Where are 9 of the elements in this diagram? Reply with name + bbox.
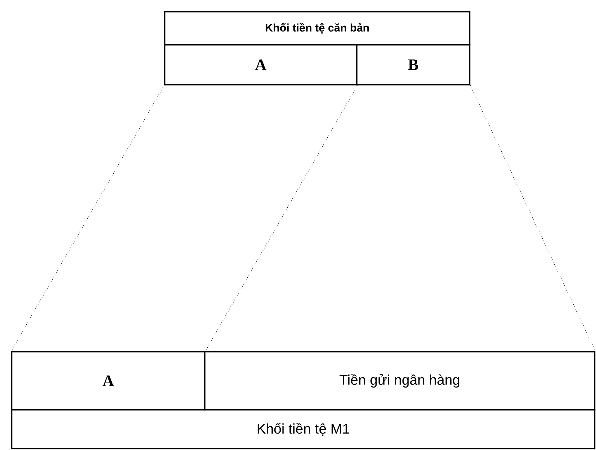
dotted-line (470, 85, 596, 352)
text-box: A (164, 44, 358, 86)
text-box: Khối tiền tệ căn bản (164, 11, 471, 46)
text-box: Tiền gửi ngân hàng (204, 351, 596, 411)
dotted-line (11, 85, 165, 352)
text-box: Khối tiền tệ M1 (11, 409, 596, 450)
text-box: A (11, 351, 206, 411)
dotted-line (205, 85, 358, 352)
text-box: B (356, 44, 471, 86)
